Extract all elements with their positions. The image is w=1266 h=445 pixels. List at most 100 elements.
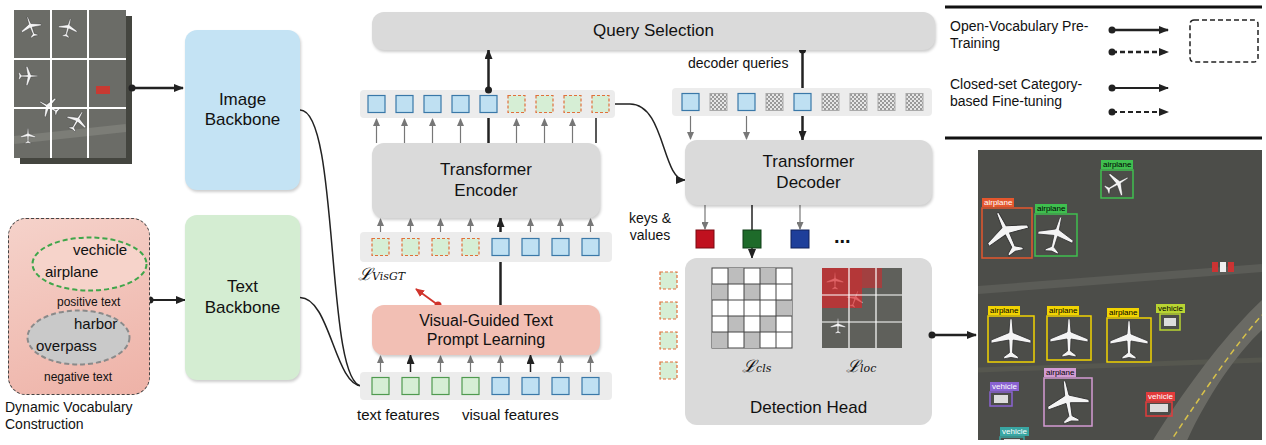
encoder-output-arrows xyxy=(544,119,545,143)
class-matrix xyxy=(712,284,792,285)
decoder-query-row xyxy=(794,94,811,111)
detection-tag: vehicle xyxy=(1146,392,1175,401)
class-matrix xyxy=(744,284,760,300)
legend-sample xyxy=(1112,87,1168,89)
text-query-column xyxy=(660,272,677,289)
loss-label: ℒloc xyxy=(846,356,876,376)
feature-arrows xyxy=(500,356,501,372)
location-thumbnail xyxy=(830,318,845,333)
vocabulary-panel: Dynamic Vocabulary Constructionvechiclea… xyxy=(8,218,150,395)
decoder-outputs xyxy=(696,230,809,248)
detection-output xyxy=(1146,402,1172,416)
satellite-input xyxy=(14,128,126,140)
text-query-column xyxy=(660,362,677,379)
satellite-input xyxy=(96,86,110,94)
token-row-middle xyxy=(522,239,539,256)
detection-output xyxy=(1107,318,1151,362)
decoder-query-row xyxy=(672,88,932,116)
token-row-top xyxy=(360,87,615,119)
token-row-bottom xyxy=(360,372,612,400)
annotation: ... xyxy=(834,224,851,248)
detection-tag: airplane xyxy=(1035,204,1067,213)
node-text: vechicle xyxy=(73,241,127,259)
class-matrix xyxy=(744,268,745,348)
decoder-query-row xyxy=(682,94,699,111)
query-arrows xyxy=(690,116,691,139)
annotation: visual features xyxy=(462,406,559,424)
text-query-column xyxy=(660,302,677,319)
decoder-box: Transformer Decoder xyxy=(685,140,932,205)
decoder-query-row xyxy=(850,94,867,111)
decoder-outputs xyxy=(696,230,714,248)
positive-ellipse: vechicleairplanepositive text xyxy=(31,236,148,292)
decoder-output-arrows xyxy=(704,205,705,229)
class-matrix xyxy=(712,268,792,348)
satellite-input xyxy=(50,10,52,158)
class-matrix xyxy=(728,268,744,284)
detection-tag: vehicle xyxy=(1156,304,1185,313)
detection-tag: vehicle xyxy=(1000,427,1029,436)
decoder-query-row xyxy=(710,94,727,111)
class-matrix xyxy=(712,268,792,348)
feature-arrows xyxy=(440,356,441,372)
satellite-input xyxy=(14,10,126,158)
node-text: positive text xyxy=(57,295,120,309)
detection-output xyxy=(1101,170,1133,198)
detection-tag: airplane xyxy=(982,198,1014,207)
backbone-box: Image Backbone xyxy=(185,30,300,190)
satellite-input xyxy=(87,10,89,158)
class-matrix xyxy=(712,316,792,317)
encoder-input-arrows xyxy=(590,219,591,232)
encoder-input-arrows xyxy=(470,219,471,232)
legend-text: Open-Vocabulary Pre-Training xyxy=(950,18,1100,52)
token-row-top xyxy=(424,96,441,113)
location-thumbnail xyxy=(875,268,876,348)
detection-output xyxy=(978,150,1262,440)
detection-output xyxy=(1228,262,1234,272)
encoder-input-arrows xyxy=(530,219,531,232)
node-text: Transformer Decoder xyxy=(749,152,869,193)
annotation: decoder queries xyxy=(688,55,788,72)
location-thumbnail xyxy=(822,268,862,308)
location-thumbnail xyxy=(848,268,849,348)
encoder-output-arrows xyxy=(376,119,377,143)
negative-ellipse: harboroverpassnegative text xyxy=(26,309,131,366)
legend-frame xyxy=(945,137,1262,140)
legend-sample xyxy=(1112,111,1168,113)
detection-output xyxy=(982,170,1180,440)
encoder-input-arrows xyxy=(410,219,411,232)
decoder-query-row xyxy=(682,94,811,111)
class-matrix xyxy=(712,268,792,348)
location-thumbnail xyxy=(862,268,882,288)
decoder-query-row xyxy=(906,94,923,111)
detection-head-panel xyxy=(685,258,932,425)
text-query-column xyxy=(660,272,677,379)
legend-sample xyxy=(1112,51,1168,54)
decoder-query-row xyxy=(766,94,783,111)
node-text: negative text xyxy=(44,370,112,384)
node-text: Image Backbone xyxy=(193,90,293,131)
node-text: overpass xyxy=(36,337,97,355)
node-text: Query Selection xyxy=(593,21,714,41)
class-matrix xyxy=(712,332,728,348)
text-query-column xyxy=(660,332,677,349)
encoder-output-arrows xyxy=(377,119,573,143)
detection-head-box: Detection Head xyxy=(685,258,932,425)
node-text: Dynamic Vocabulary Construction xyxy=(5,399,155,433)
token-row-top xyxy=(536,96,553,113)
ellipse-outline xyxy=(28,311,130,365)
detection-output xyxy=(1044,377,1093,426)
query-arrows xyxy=(746,116,747,139)
detection-output xyxy=(1034,212,1078,257)
token-row-bottom xyxy=(372,378,389,395)
token-row-bottom xyxy=(492,378,509,395)
detection-head-panel xyxy=(685,258,932,425)
satellite-input xyxy=(56,16,79,40)
legend-sample xyxy=(1190,20,1258,62)
node-text: Visual-Guided Text Prompt Learning xyxy=(406,311,566,349)
node-text: Text Backbone xyxy=(193,277,293,318)
satellite-input xyxy=(14,58,126,60)
detection-tag: airplane xyxy=(1047,306,1079,315)
legend-sample xyxy=(1112,29,1168,32)
token-row-top xyxy=(368,96,385,113)
